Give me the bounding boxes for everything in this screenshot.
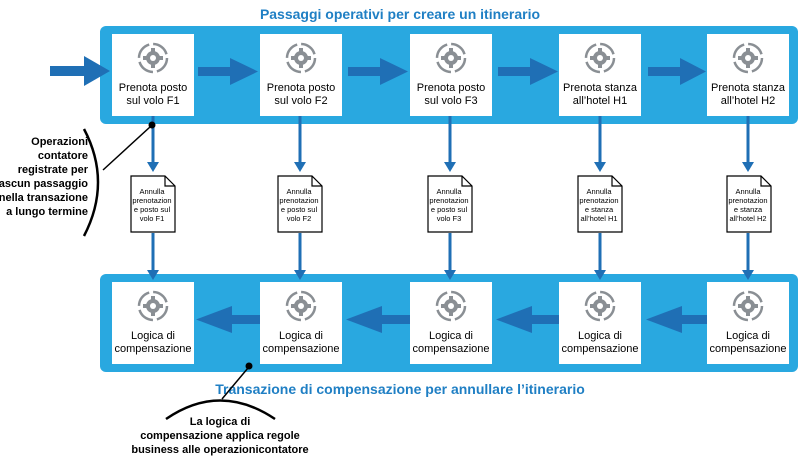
top-right-arrows [198, 58, 706, 85]
document-icon [577, 175, 623, 233]
document-icon [130, 175, 176, 233]
bottom-callout-dot [245, 362, 253, 370]
doc-line: all’hotel H2 [729, 214, 767, 223]
doc-line: Annulla [286, 187, 312, 196]
gear-cycle-icon [137, 42, 169, 74]
left-callout [82, 128, 100, 237]
gear-cycle-icon [732, 290, 764, 322]
gear-cycle-icon [285, 290, 317, 322]
step-label-line2: sul volo F2 [274, 95, 328, 107]
doc-line: prenotazion [279, 196, 319, 205]
left-note-line: ciascun passaggio [0, 178, 88, 190]
step-label-line1: Prenota stanza [711, 82, 785, 94]
doc-line: e posto sul [133, 205, 171, 214]
compensation-label-line1: Logica di [725, 330, 771, 342]
doc-line: Annulla [139, 187, 165, 196]
doc-line: e posto sul [430, 205, 468, 214]
compensation-label-line2: compensazione [412, 343, 490, 355]
compensation-label-line2: compensazione [114, 343, 192, 355]
doc-line: prenotazion [132, 196, 172, 205]
compensation-label-line2: compensazione [709, 343, 787, 355]
gear-cycle-icon [435, 290, 467, 322]
left-note-line: contatore [37, 150, 88, 162]
compensation-label-line2: compensazione [262, 343, 340, 355]
bottom-note-line: compensazione applica regole [140, 430, 300, 442]
bottom-note-line: business alle operazionicontatore [131, 444, 309, 456]
doc-line: volo F2 [286, 214, 312, 223]
bottom-title: Transazione di compensazione per annulla… [215, 381, 585, 397]
compensation-label-line2: compensazione [561, 343, 639, 355]
doc-line: prenotazion [728, 196, 768, 205]
gear-cycle-icon [285, 42, 317, 74]
gear-cycle-icon [435, 42, 467, 74]
left-note-line: registrate per [17, 164, 88, 176]
document-icon [427, 175, 473, 233]
bottom-callout-line [221, 367, 249, 400]
doc-line: volo F3 [436, 214, 462, 223]
bottom-callout-arc [165, 399, 276, 421]
compensation-label-line1: Logica di [278, 330, 324, 342]
bottom-note-line: La logica di [189, 416, 251, 428]
doc-line: e stanza [584, 205, 614, 214]
step-label-line1: Prenota posto [416, 82, 486, 94]
gear-cycle-icon [584, 42, 616, 74]
document-icon [277, 175, 323, 233]
step-label-line2: all’hotel H1 [572, 95, 628, 107]
left-note-line: Operazioni [31, 136, 88, 148]
left-callout-dot [148, 121, 156, 129]
step-label-line1: Prenota stanza [563, 82, 637, 94]
top-title: Passaggi operativi per creare un itinera… [259, 6, 541, 22]
doc-line: Annulla [436, 187, 462, 196]
left-note: Operazioni contatore registrate per cias… [0, 135, 88, 219]
bottom-note: La logica di compensazione applica regol… [110, 415, 330, 457]
doc-line: volo F1 [139, 214, 165, 223]
step-label-line1: Prenota posto [118, 82, 188, 94]
doc-line: all’hotel H1 [580, 214, 618, 223]
doc-line: e posto sul [280, 205, 318, 214]
doc-line: prenotazion [579, 196, 619, 205]
doc-line: Annulla [586, 187, 612, 196]
gear-cycle-icon [732, 42, 764, 74]
doc-line: Annulla [735, 187, 761, 196]
left-callout-line [102, 126, 151, 171]
left-note-line: nella transazione [0, 192, 88, 204]
document-icon [726, 175, 772, 233]
left-note-line: a lungo termine [6, 206, 88, 218]
incoming-arrow [50, 56, 110, 86]
step-label-line1: Prenota posto [266, 82, 336, 94]
vertical-connectors [147, 114, 754, 280]
doc-line: e stanza [733, 205, 763, 214]
step-label-line2: all’hotel H2 [720, 95, 776, 107]
compensation-label-line1: Logica di [428, 330, 474, 342]
gear-cycle-icon [137, 290, 169, 322]
gear-cycle-icon [584, 290, 616, 322]
step-label-line2: sul volo F3 [424, 95, 478, 107]
doc-line: prenotazion [429, 196, 469, 205]
compensation-label-line1: Logica di [577, 330, 623, 342]
step-label-line2: sul volo F1 [126, 95, 180, 107]
compensation-label-line1: Logica di [130, 330, 176, 342]
bottom-left-arrows [196, 306, 712, 333]
